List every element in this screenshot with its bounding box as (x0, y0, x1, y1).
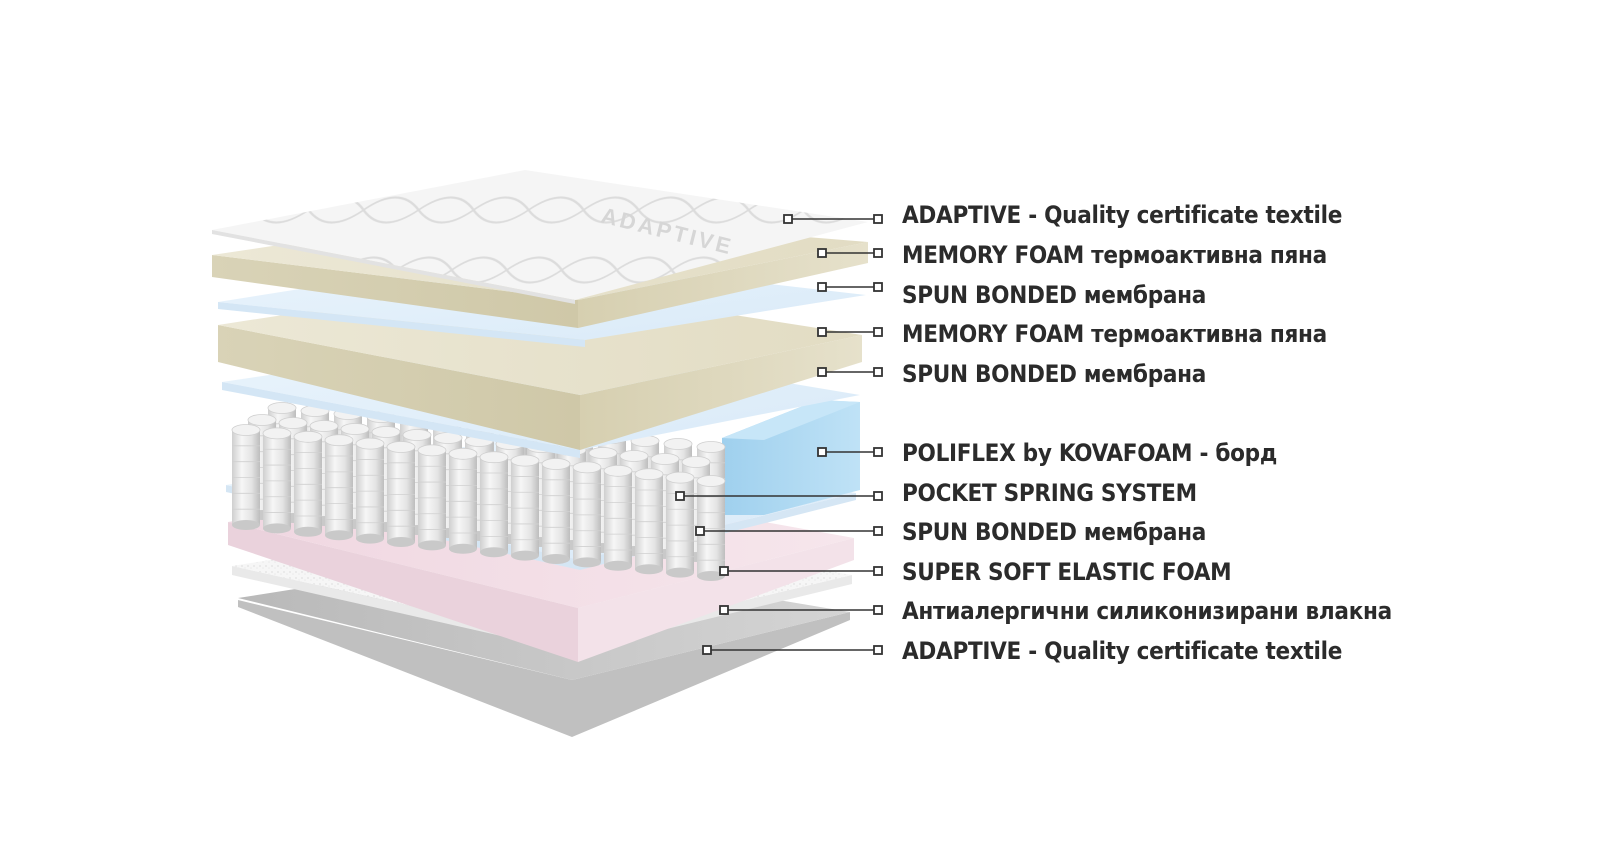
leader-start-marker (719, 566, 729, 576)
leader-start-marker (783, 214, 793, 224)
layer-label-pocket-spring: POCKET SPRING SYSTEM (902, 479, 1197, 507)
leader-start-marker (702, 645, 712, 655)
callout-spun-bonded-1: SPUN BONDED мембрана (817, 281, 1206, 309)
callout-memory-foam-2: MEMORY FOAM термоактивна пяна (817, 320, 1327, 348)
leader-start-marker (719, 605, 729, 615)
leader-end-marker (873, 214, 883, 224)
layer-label-adaptive-top: ADAPTIVE - Quality certificate textile (902, 201, 1342, 229)
pocket-spring-coil (572, 461, 602, 568)
pocket-spring-coil (448, 447, 478, 554)
callout-adaptive-bottom: ADAPTIVE - Quality certificate textile (702, 637, 1342, 665)
leader-end-marker (873, 605, 883, 615)
pocket-spring-coil (231, 424, 261, 530)
pocket-spring-coil (541, 458, 571, 564)
layer-label-spun-bonded-1: SPUN BONDED мембрана (902, 281, 1206, 309)
callout-labels: ADAPTIVE - Quality certificate textileME… (675, 201, 1392, 665)
pocket-spring-coil (510, 454, 540, 561)
leader-end-marker (873, 367, 883, 377)
leader-end-marker (873, 526, 883, 536)
leader-end-marker (873, 248, 883, 258)
leader-start-marker (817, 248, 827, 258)
callout-memory-foam-1: MEMORY FOAM термоактивна пяна (817, 241, 1327, 269)
pocket-spring-coil (417, 444, 447, 551)
leader-start-marker (817, 282, 827, 292)
leader-start-marker (817, 367, 827, 377)
leader-start-marker (817, 447, 827, 457)
layer-label-adaptive-bottom: ADAPTIVE - Quality certificate textile (902, 637, 1342, 665)
layer-pocket-spring-shape (231, 402, 726, 581)
leader-start-marker (817, 327, 827, 337)
layer-label-memory-foam-2: MEMORY FOAM термоактивна пяна (902, 320, 1327, 348)
pocket-spring-coil (324, 434, 354, 541)
callout-spun-bonded-3: SPUN BONDED мембрана (695, 518, 1206, 546)
layer-adaptive-top-shape: ADAPTIVE (212, 170, 868, 304)
callout-adaptive-top: ADAPTIVE - Quality certificate textile (783, 201, 1342, 229)
pocket-spring-coil (603, 464, 633, 571)
pocket-spring-coil (386, 441, 416, 547)
layer-poliflex-shape (722, 400, 860, 515)
leader-start-marker (675, 491, 685, 501)
leader-start-marker (695, 526, 705, 536)
callout-spun-bonded-2: SPUN BONDED мембрана (817, 360, 1206, 388)
leader-end-marker (873, 645, 883, 655)
pocket-spring-coil (262, 427, 292, 534)
callout-silicone-fibers: Антиалергични силиконизирани влакна (719, 597, 1392, 625)
leader-end-marker (873, 327, 883, 337)
callout-pocket-spring: POCKET SPRING SYSTEM (675, 479, 1197, 507)
leader-end-marker (873, 566, 883, 576)
layer-label-super-soft-foam: SUPER SOFT ELASTIC FOAM (902, 558, 1231, 586)
layer-label-silicone-fibers: Антиалергични силиконизирани влакна (902, 597, 1392, 625)
pocket-spring-coil (634, 468, 664, 575)
pocket-spring-coil (479, 451, 509, 558)
pocket-spring-coil (355, 437, 385, 544)
layer-label-poliflex: POLIFLEX by KOVAFOAM - борд (902, 439, 1277, 467)
layer-label-spun-bonded-2: SPUN BONDED мембрана (902, 360, 1206, 388)
callout-super-soft-foam: SUPER SOFT ELASTIC FOAM (719, 558, 1232, 586)
leader-end-marker (873, 491, 883, 501)
layer-label-spun-bonded-3: SPUN BONDED мембрана (902, 518, 1206, 546)
leader-end-marker (873, 282, 883, 292)
layer-label-memory-foam-1: MEMORY FOAM термоактивна пяна (902, 241, 1327, 269)
callout-poliflex: POLIFLEX by KOVAFOAM - борд (817, 439, 1277, 467)
leader-end-marker (873, 447, 883, 457)
pocket-spring-coil (665, 471, 695, 578)
pocket-spring-coil (293, 430, 323, 537)
